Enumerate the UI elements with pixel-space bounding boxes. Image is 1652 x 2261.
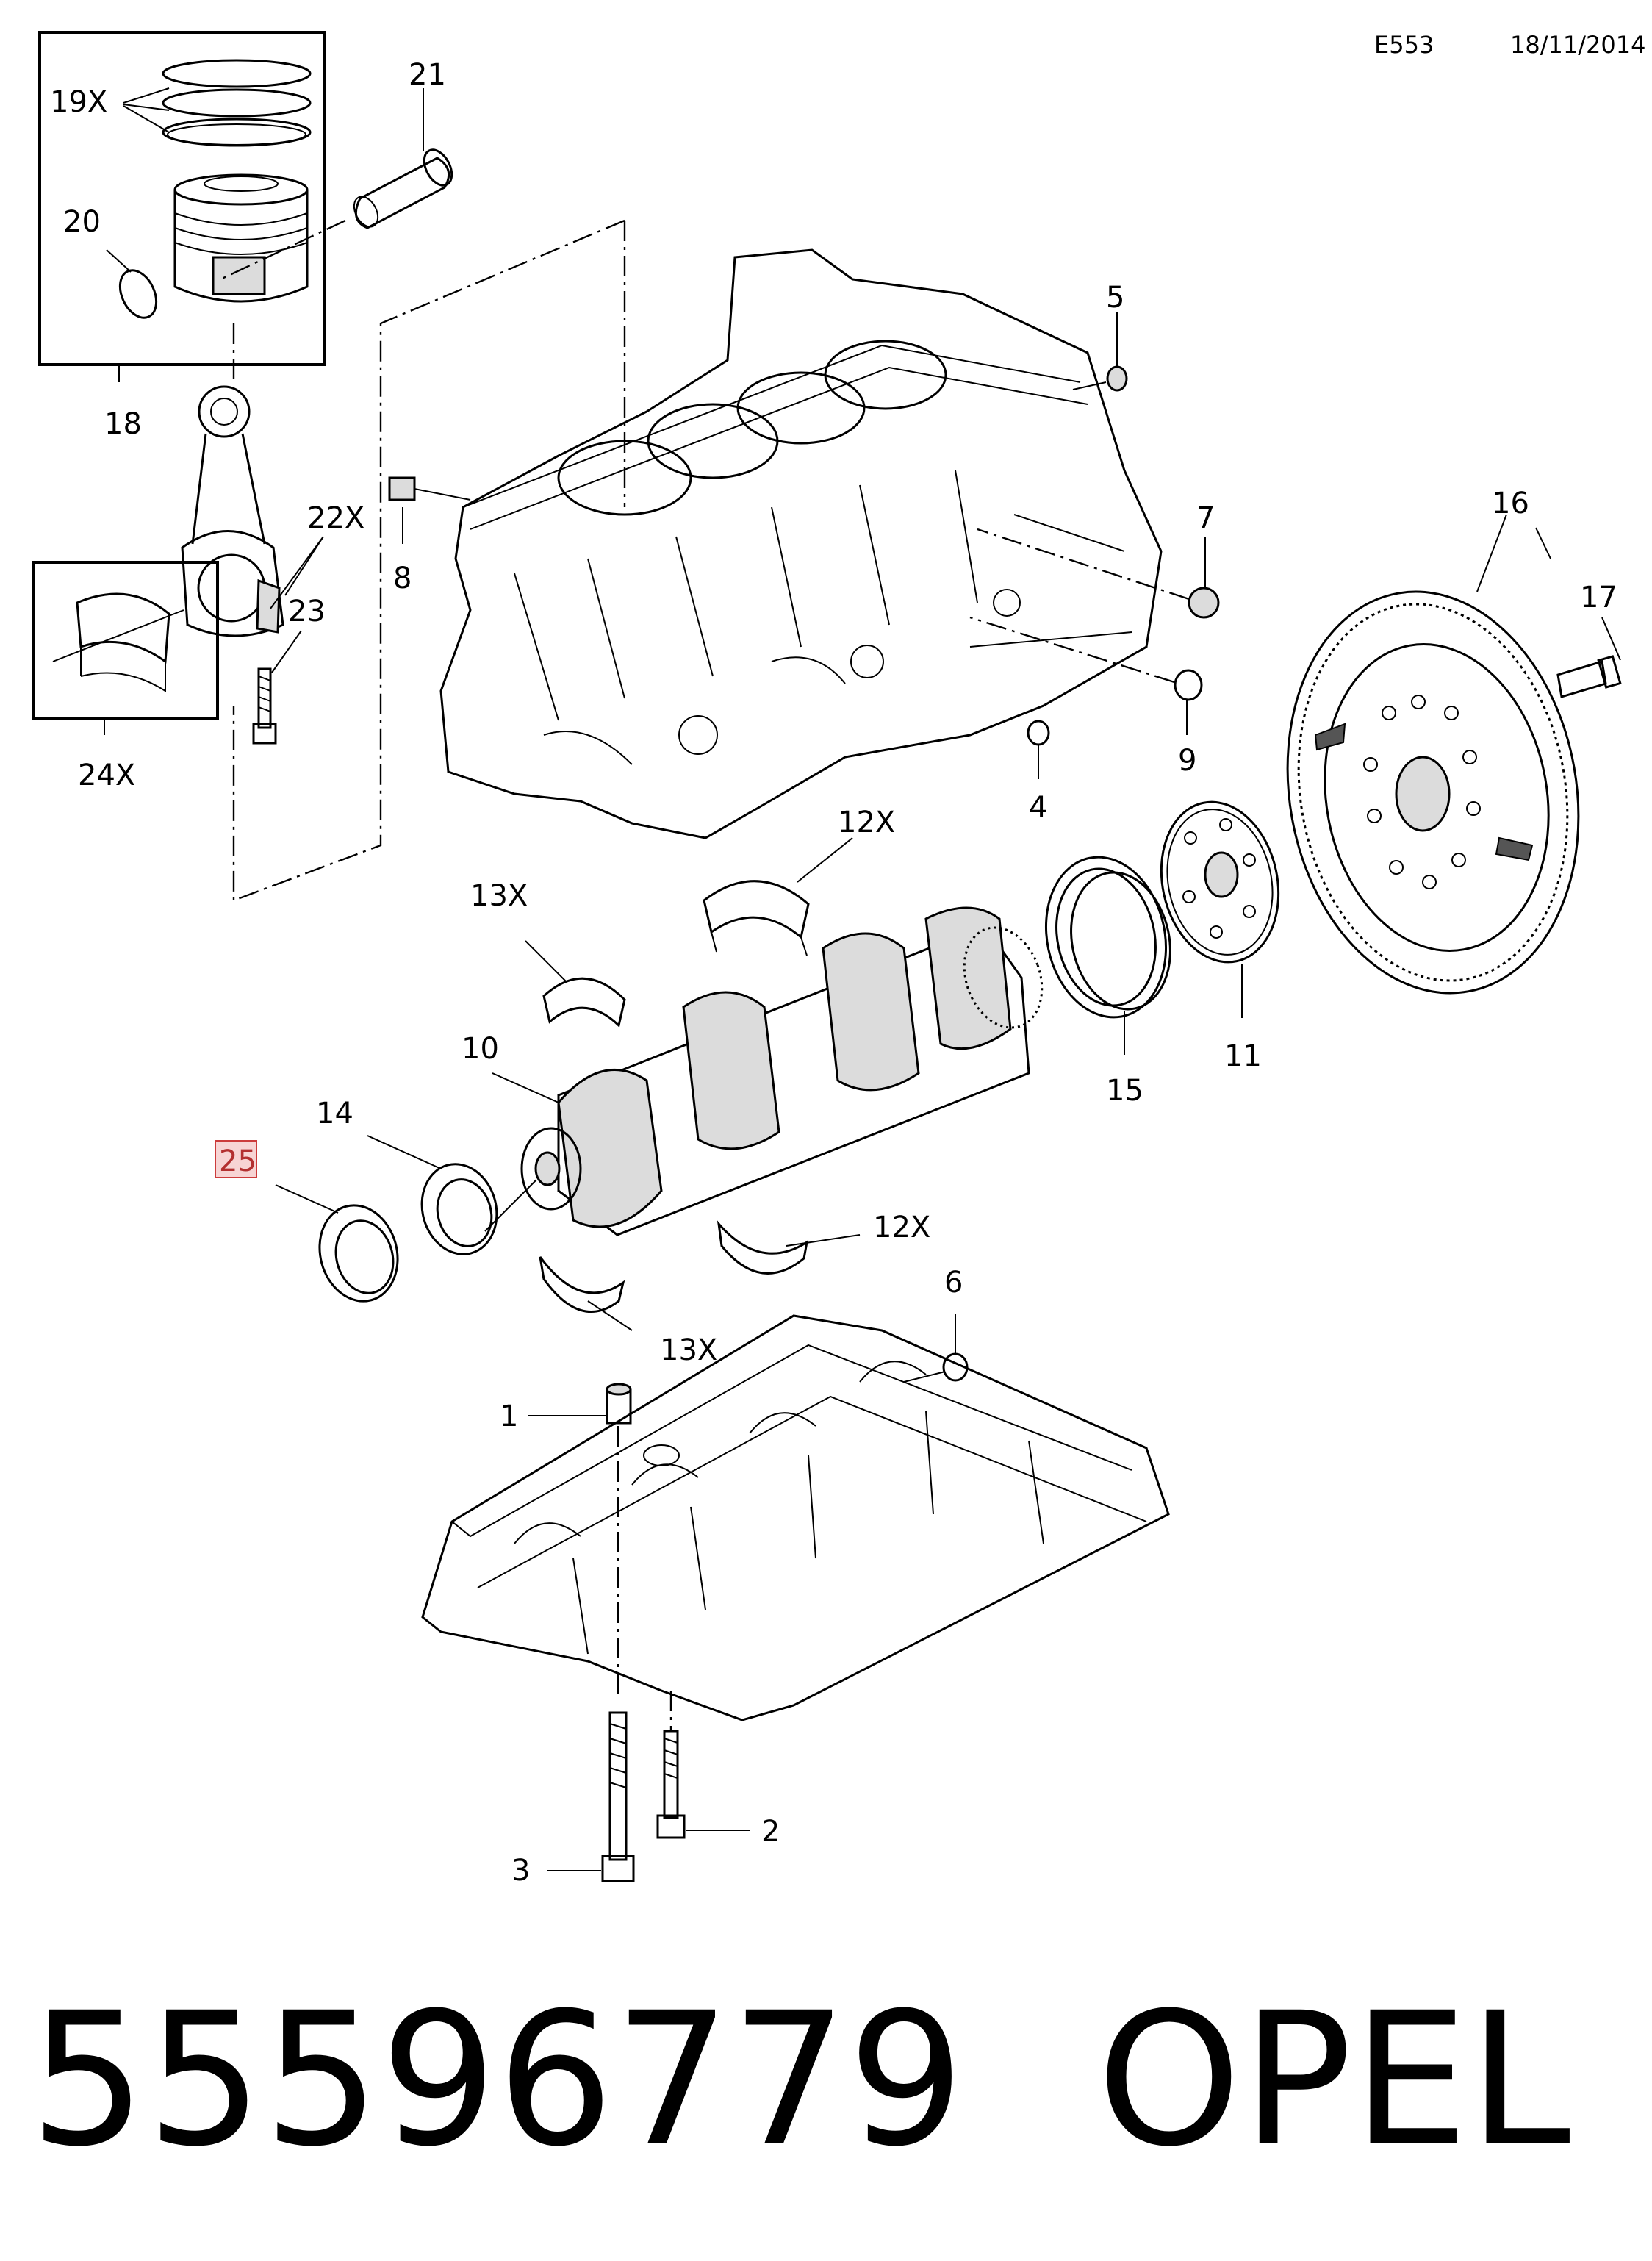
brand-name: OPEL <box>1096 1973 1571 2187</box>
callout-25-highlight <box>215 1140 257 1178</box>
callout-19x: 19X <box>50 85 107 119</box>
connecting-rod-bolt <box>252 667 277 745</box>
callout-8: 8 <box>393 562 412 595</box>
rear-main-seal: 15 <box>1044 856 1171 1108</box>
connecting-rod <box>181 385 284 637</box>
front-oil-seal-14: 14 <box>316 1097 498 1255</box>
callout-3: 3 <box>511 1854 530 1888</box>
callout-11: 11 <box>1224 1039 1262 1073</box>
callout-25: 25 <box>219 1144 256 1178</box>
callout-9: 9 <box>1178 744 1196 778</box>
callout-22x: 22X <box>307 501 364 535</box>
block-plug-8: 8 <box>388 476 471 595</box>
piston-pin-circlip <box>118 269 158 319</box>
callout-16: 16 <box>1492 487 1529 520</box>
callout-12x-upper: 12X <box>838 806 895 839</box>
piston-pin: 21 <box>353 58 453 229</box>
lower-crankcase <box>421 1314 1170 1721</box>
piston-rings <box>162 59 312 147</box>
rod-bearing-box: 24X <box>32 561 219 792</box>
callout-23: 23 <box>288 595 326 628</box>
diagram-code: E553 <box>1374 31 1434 59</box>
diagram-date: 18/11/2014 <box>1510 31 1645 59</box>
callout-17: 17 <box>1580 581 1617 614</box>
callout-12x-lower: 12X <box>873 1211 930 1244</box>
callout-1: 1 <box>500 1400 518 1433</box>
piston-kit-box: 20 19X 18 <box>38 31 326 441</box>
front-oil-seal-25: 25 <box>215 1140 399 1303</box>
dowel-sleeve: 1 <box>500 1383 632 1433</box>
part-number: 55596779 <box>29 1973 965 2187</box>
callout-5: 5 <box>1106 281 1124 315</box>
block-plug-7: 7 <box>977 501 1220 619</box>
block-plug-5: 5 <box>1072 281 1128 392</box>
assembly-dashed-line <box>232 219 626 902</box>
flywheel-bolt: 17 <box>1556 581 1622 698</box>
dual-mass-flywheel: 16 <box>1286 487 1580 995</box>
block-plug-9: 9 <box>969 616 1203 778</box>
cylinder-block <box>439 248 1163 839</box>
callout-13x-upper: 13X <box>470 879 528 913</box>
callout-15: 15 <box>1106 1074 1143 1108</box>
block-plug-4: 4 <box>1027 720 1050 825</box>
callout-10: 10 <box>462 1032 499 1066</box>
thrust-bearing-upper: 13X <box>470 879 626 1028</box>
callout-18: 18 <box>104 407 142 441</box>
crank-reluctor-plate: 11 <box>1160 800 1280 1073</box>
callout-14: 14 <box>316 1097 353 1130</box>
crankcase-bolt-2: 2 <box>656 1730 780 1849</box>
callout-20: 20 <box>63 205 101 239</box>
callout-2: 2 <box>761 1815 780 1849</box>
piston <box>173 173 309 303</box>
callout-21: 21 <box>409 58 446 92</box>
callout-24x: 24X <box>78 759 135 792</box>
crankcase-bolt-3: 3 <box>511 1426 635 1888</box>
main-bearing-lower: 12X <box>717 1211 930 1275</box>
thrust-bearing-lower: 13X <box>539 1256 717 1367</box>
callout-6: 6 <box>944 1266 963 1300</box>
crankshaft: 10 <box>462 906 1044 1236</box>
main-bearing-upper: 12X <box>703 806 895 956</box>
callout-4: 4 <box>1029 791 1047 825</box>
callout-13x-lower: 13X <box>660 1333 717 1367</box>
callout-7: 7 <box>1196 501 1215 535</box>
crankcase-plug-6: 6 <box>903 1266 969 1383</box>
